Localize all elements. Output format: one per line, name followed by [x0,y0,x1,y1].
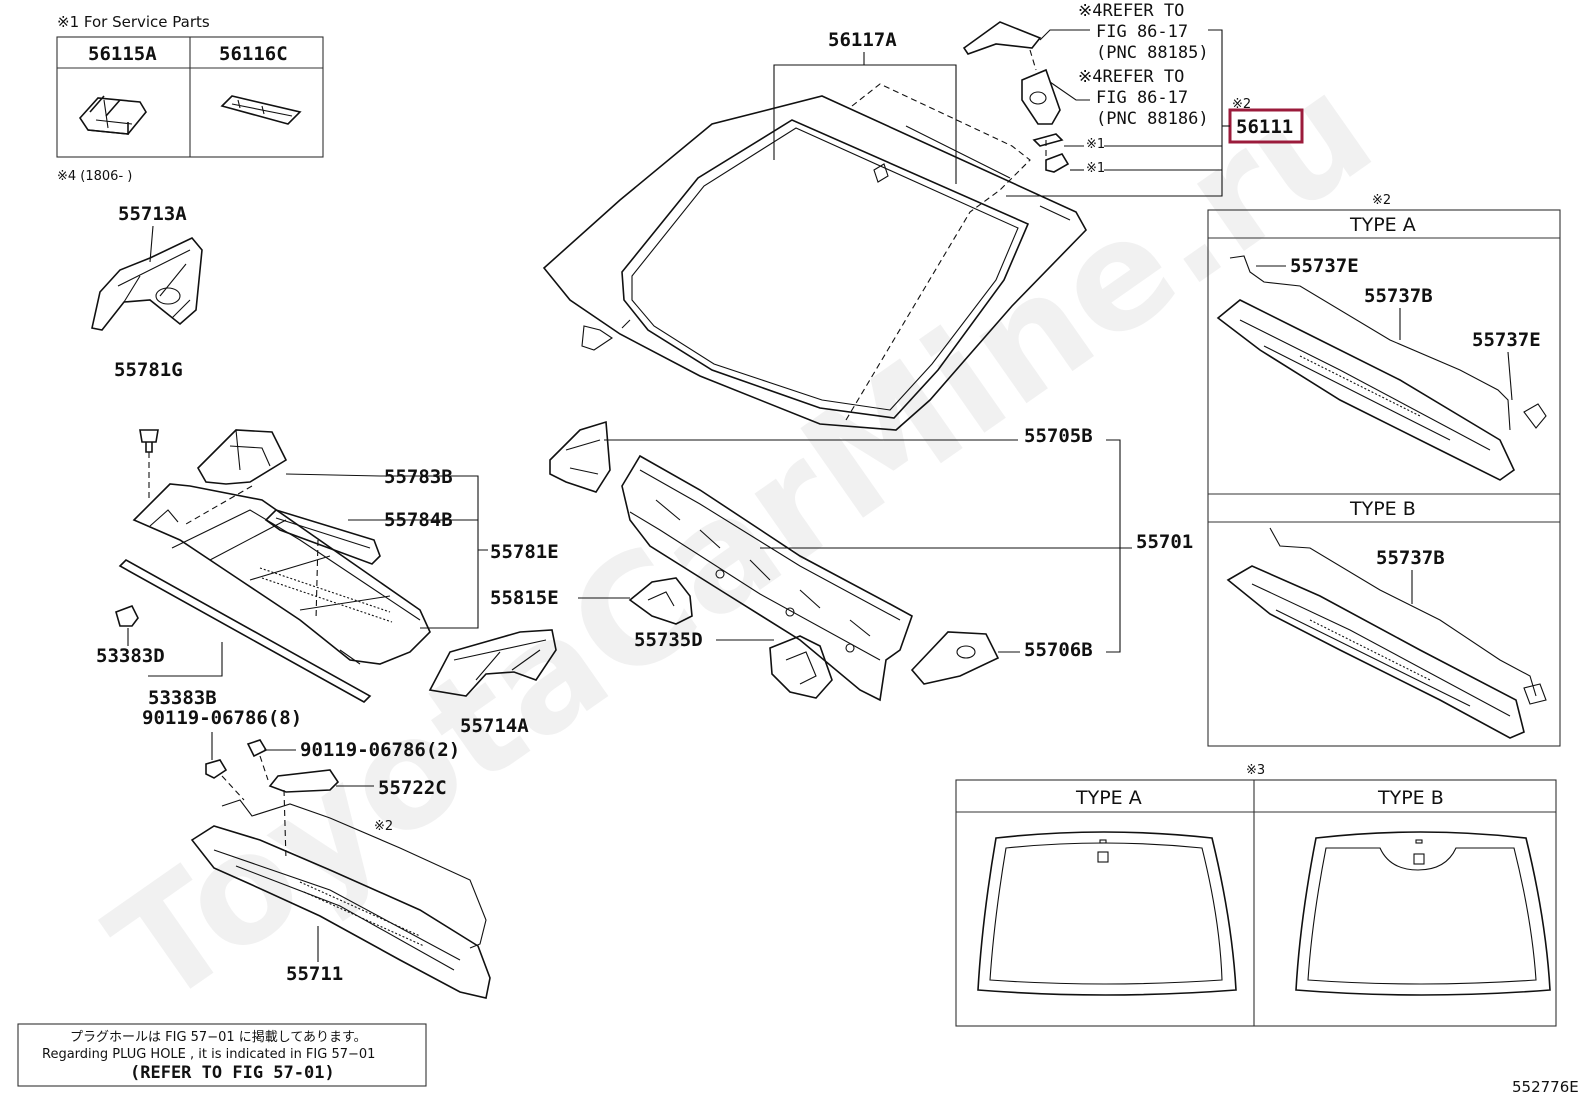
seal-53383B [118,559,372,703]
bolt-2 [246,739,269,781]
right-type-panel: TYPE A TYPE B [1207,209,1561,747]
mirror-bracket-parts [962,21,1070,173]
mark-2-right: ※2 [1372,193,1391,208]
service-part-56115A[interactable]: 56115A [88,43,157,65]
label-55714A[interactable]: 55714A [460,715,529,737]
svg-text:Regarding PLUG HOLE , it is: Regarding PLUG HOLE , it is indicated in… [42,1047,375,1062]
svg-text:※4REFER TO: ※4REFER TO [1078,1,1184,21]
windshield-type-a-header: TYPE A [1075,787,1142,809]
label-53383D[interactable]: 53383D [96,645,165,667]
label-56117A[interactable]: 56117A [828,29,897,51]
svg-text:※4REFER TO: ※4REFER TO [1078,67,1184,87]
cowl-louver-assembly [132,429,431,665]
clip-53383D [115,604,139,627]
label-55735D[interactable]: 55735D [634,629,703,651]
svg-text:プラグホールは FIG 57−01 に掲載してあります。: プラグホールは FIG 57−01 に掲載してあります。 [70,1029,367,1045]
label-55815E[interactable]: 55815E [490,587,559,609]
label-55737E-b[interactable]: 55737E [1472,329,1541,351]
label-55737B-b[interactable]: 55737B [1376,547,1445,569]
svg-text:FIG 86-17: FIG 86-17 [1096,88,1188,108]
label-55781G[interactable]: 55781G [114,359,183,381]
label-55737B-a[interactable]: 55737B [1364,285,1433,307]
windshield-type-panel: TYPE A TYPE B [955,779,1557,1027]
bracket-55713A [91,237,203,331]
mark-2-left: ※2 [374,819,393,834]
reference-88186: ※4REFER TO FIG 86-17 (PNC 88186) [1049,67,1209,129]
clip-56115A-drawing [78,95,147,135]
label-bolt-2[interactable]: 90119-06786(2) [300,739,460,761]
label-bolt-8[interactable]: 90119-06786(8) [142,707,302,729]
watermark: ToyotaCarMine.ru [81,42,1403,1040]
lower-panel-55711 [190,789,491,999]
bolt-8 [205,759,245,801]
figure-code: 552776E [1512,1078,1579,1096]
service-parts-title: ※1 For Service Parts [57,13,210,31]
svg-text:(REFER TO FIG 57-01): (REFER TO FIG 57-01) [130,1063,335,1083]
plug-hole-note: プラグホールは FIG 57−01 に掲載してあります。 Regarding P… [17,1023,427,1087]
clip-55781G [139,429,159,498]
date-note: ※4 (1806- ) [57,169,132,184]
label-55737E-a[interactable]: 55737E [1290,255,1359,277]
label-53383B[interactable]: 53383B [148,687,217,709]
service-parts-box: ※1 For Service Parts 56115A 56116C [56,13,324,158]
label-56111[interactable]: 56111 [1236,116,1293,138]
reference-88185: ※4REFER TO FIG 86-17 (PNC 88185) [1039,1,1209,63]
bracket-55722C [268,769,340,793]
windshield-glass [542,83,1087,431]
svg-text:(PNC 88185): (PNC 88185) [1096,43,1209,63]
svg-text:FIG 86-17: FIG 86-17 [1096,22,1188,42]
mark-1-b: ※1 [1086,161,1105,176]
label-55722C[interactable]: 55722C [378,777,447,799]
label-55783B[interactable]: 55783B [384,466,453,488]
right-type-b-drawing [1226,527,1547,739]
cowl-panel-55701 [549,420,1000,702]
bracket-55714A [428,629,557,697]
label-55711[interactable]: 55711 [286,963,343,985]
mark-3: ※3 [1246,763,1265,778]
right-type-b-header: TYPE B [1349,498,1416,520]
right-type-a-header: TYPE A [1349,214,1416,236]
service-part-56116C[interactable]: 56116C [219,43,288,65]
label-55701[interactable]: 55701 [1136,531,1193,553]
windshield-type-b-header: TYPE B [1377,787,1444,809]
mark-2-top: ※2 [1232,97,1251,112]
label-55713A[interactable]: 55713A [118,203,187,225]
label-55781E[interactable]: 55781E [490,541,559,563]
pad-56116C-drawing [220,95,302,125]
mark-1-a: ※1 [1086,137,1105,152]
svg-text:(PNC 88186): (PNC 88186) [1096,109,1209,129]
label-55705B[interactable]: 55705B [1024,425,1093,447]
label-55706B[interactable]: 55706B [1024,639,1093,661]
